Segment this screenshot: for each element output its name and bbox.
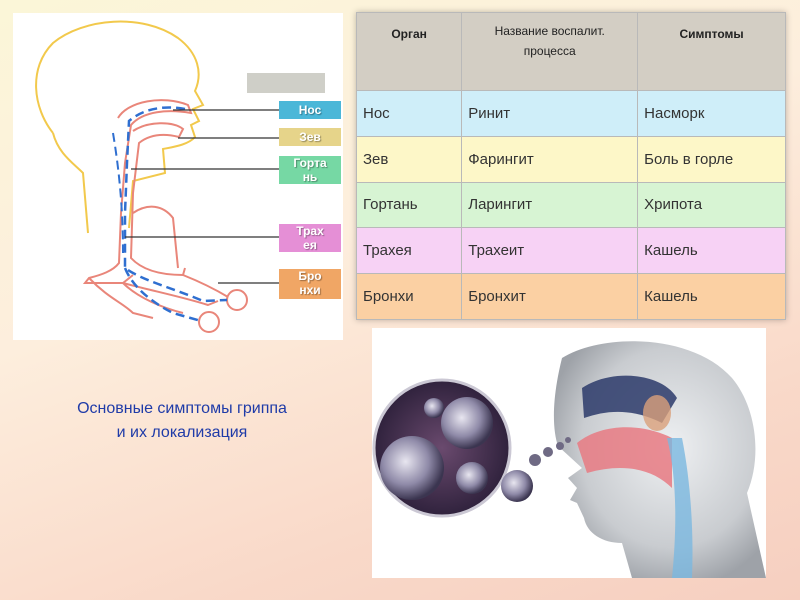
caption-line-1: Основные симптомы гриппа [77,400,287,417]
label-trachea: Трах ея [279,224,341,252]
cell-symptom: Насморк [637,90,786,137]
virus-inhalation-illustration [372,328,766,578]
cell-organ: Нос [355,90,463,137]
label-larynx: Горта нь [279,156,341,184]
label-bronchi: Бро нхи [279,269,341,299]
header-organ: Орган [355,12,463,91]
cell-symptom: Кашель [637,227,786,275]
cell-organ: Трахея [355,227,463,275]
cell-organ: Зев [355,135,463,183]
table-row: Гортань Ларингит Хрипота [355,181,786,229]
cell-process: Ларингит [461,181,639,229]
table-row: Бронхи Бронхит Кашель [355,273,786,320]
slide-caption: Основные симптомы гриппа и их локализаци… [22,397,342,445]
header-symptoms: Симптомы [637,12,786,91]
caption-line-2: и их локализация [116,424,248,441]
cell-symptom: Хрипота [637,181,786,229]
cell-process: Фарингит [461,135,639,183]
cell-symptom: Боль в горле [637,135,786,183]
cell-process: Бронхит [461,273,639,320]
head-virus-image [372,341,766,578]
header-process: Название воспалит. процесса [461,12,639,91]
table-row: Трахея Трахеит Кашель [355,227,786,275]
cell-process: Трахеит [461,227,639,275]
table-row: Зев Фарингит Боль в горле [355,135,786,183]
cell-organ: Гортань [355,181,463,229]
cell-process: Ринит [461,90,639,137]
symptoms-table: Орган Название воспалит. процесса Симпто… [355,12,786,320]
cell-symptom: Кашель [637,273,786,320]
cell-organ: Бронхи [355,273,463,320]
head-outline-drawing [35,20,325,333]
respiratory-diagram: Нос Зев Горта нь Трах ея Бро нхи [13,13,343,340]
label-pharynx: Зев [279,128,341,146]
table-row: Нос Ринит Насморк [355,90,786,137]
label-nose: Нос [279,101,341,119]
table-header-row: Орган Название воспалит. процесса Симпто… [355,12,786,91]
